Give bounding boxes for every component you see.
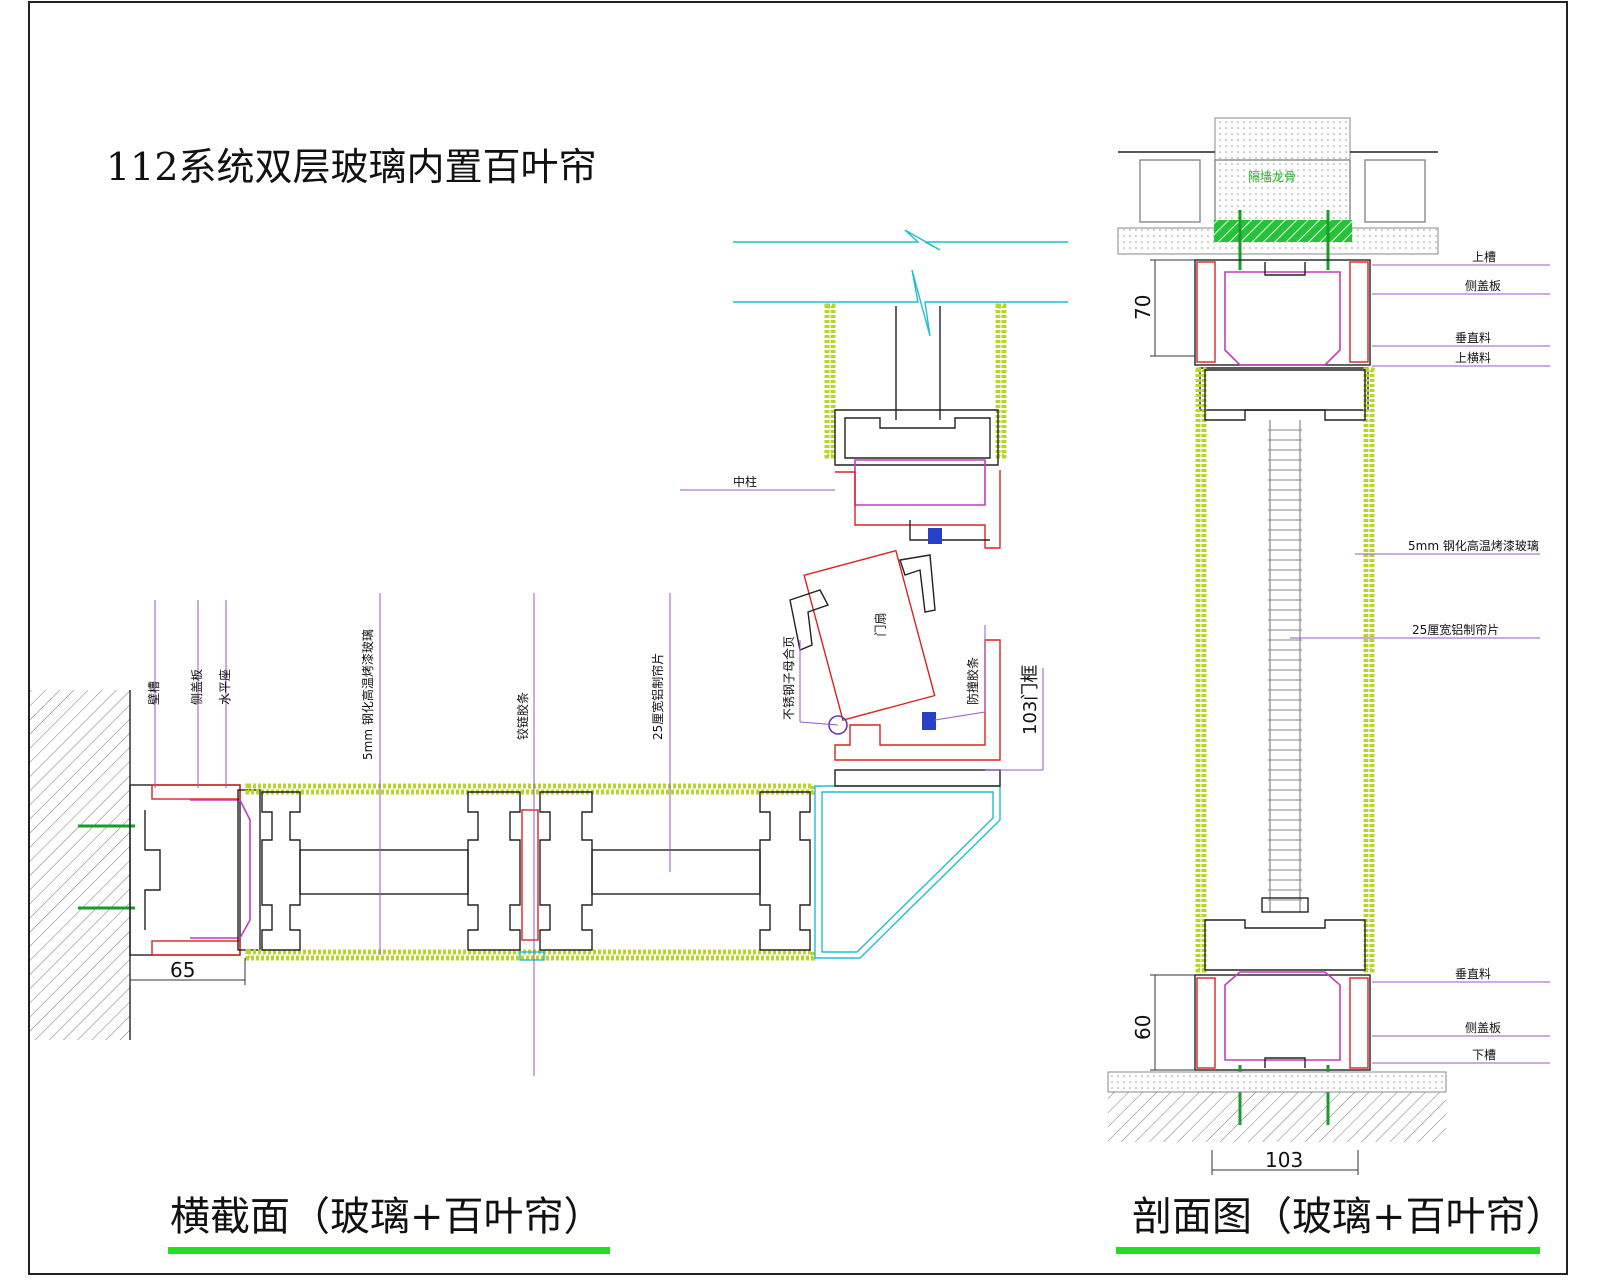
anchor-icon <box>78 824 135 910</box>
spacer-profile-2 <box>759 791 811 951</box>
plan-caption: 横截面（玻璃+百叶帘） <box>170 1194 604 1240</box>
label-stainless-hinge: 不锈钢子母合页 <box>781 636 796 720</box>
blind-stack <box>1261 420 1309 913</box>
door-jamb <box>834 639 1001 787</box>
floor-screed <box>1107 1071 1447 1093</box>
label-blind-slat: 25厘宽铝制帘片 <box>650 653 665 740</box>
label-section-blind: 25厘宽铝制帘片 <box>1412 622 1499 637</box>
label-section-glass: 5mm 钢化高温烤漆玻璃 <box>1408 538 1539 553</box>
drawing-border <box>28 1 1568 1275</box>
label-glass: 5mm 钢化高温烤漆玻璃 <box>360 629 375 760</box>
label-horizontal-seat: 水平座 <box>217 669 232 705</box>
label-side-cover-top: 侧盖板 <box>1465 279 1501 293</box>
section-caption-underline <box>1116 1247 1540 1254</box>
label-mullion: 中柱 <box>733 474 757 489</box>
label-wall-slot: 壁槽 <box>146 681 161 705</box>
svg-text:70: 70 <box>1131 295 1155 320</box>
dimension-60: 60 <box>1131 974 1195 1071</box>
label-top-channel: 上槽 <box>1472 250 1496 264</box>
section-view: 隔墙龙骨 <box>1107 117 1566 1254</box>
plan-leaders <box>154 489 1044 1076</box>
hinge-icon <box>828 715 848 735</box>
section-caption: 剖面图（玻璃+百叶帘） <box>1132 1194 1566 1240</box>
wall-hatch <box>30 690 130 1040</box>
section-leaders <box>1290 264 1550 1064</box>
blind-slat-right <box>591 849 761 895</box>
keel-hatch <box>1214 220 1352 242</box>
label-partition-keel: 隔墙龙骨 <box>1248 170 1296 184</box>
wall-profile <box>129 784 261 956</box>
label-top-horizontal: 上横料 <box>1455 351 1491 365</box>
label-door-jamb: 103门框 <box>1020 665 1041 735</box>
dimension-70: 70 <box>1131 259 1195 357</box>
label-side-cover: 侧盖板 <box>190 669 204 705</box>
blind-slat-left <box>299 849 469 895</box>
label-vertical-frame-bottom: 垂直料 <box>1455 967 1491 981</box>
glass-pane-top <box>245 783 816 795</box>
center-mullion <box>467 791 593 961</box>
floor-hatch <box>1108 1092 1446 1142</box>
plan-view: 门扇 <box>30 229 1068 1254</box>
drawing-title: 112系统双层玻璃内置百叶帘 <box>106 145 597 189</box>
corner-cover <box>814 785 1001 959</box>
label-hinge-seal: 铰链胶条 <box>515 692 530 740</box>
svg-text:60: 60 <box>1131 1015 1155 1040</box>
spacer-profile-1 <box>261 791 301 951</box>
section-glass-left <box>1195 367 1207 973</box>
section-glass-right <box>1363 367 1375 973</box>
svg-text:103: 103 <box>1265 1148 1303 1172</box>
svg-text:65: 65 <box>170 958 195 982</box>
door-leaf: 门扇 <box>803 549 936 722</box>
plan-caption-underline <box>168 1247 610 1254</box>
ceiling-keel: 隔墙龙骨 <box>1117 117 1439 270</box>
top-channel <box>1194 259 1371 411</box>
label-bottom-channel: 下槽 <box>1472 1048 1496 1062</box>
label-anti-collision: 防撞胶条 <box>965 657 980 705</box>
door-mullion <box>733 229 1068 549</box>
label-vertical-frame-top: 垂直料 <box>1455 331 1491 345</box>
svg-text:门扇: 门扇 <box>873 612 888 636</box>
label-side-cover-bottom: 侧盖板 <box>1465 1021 1501 1035</box>
dimension-103: 103 <box>1211 1148 1359 1175</box>
glass-pane-bottom <box>245 949 816 961</box>
dimension-65: 65 <box>129 958 246 985</box>
